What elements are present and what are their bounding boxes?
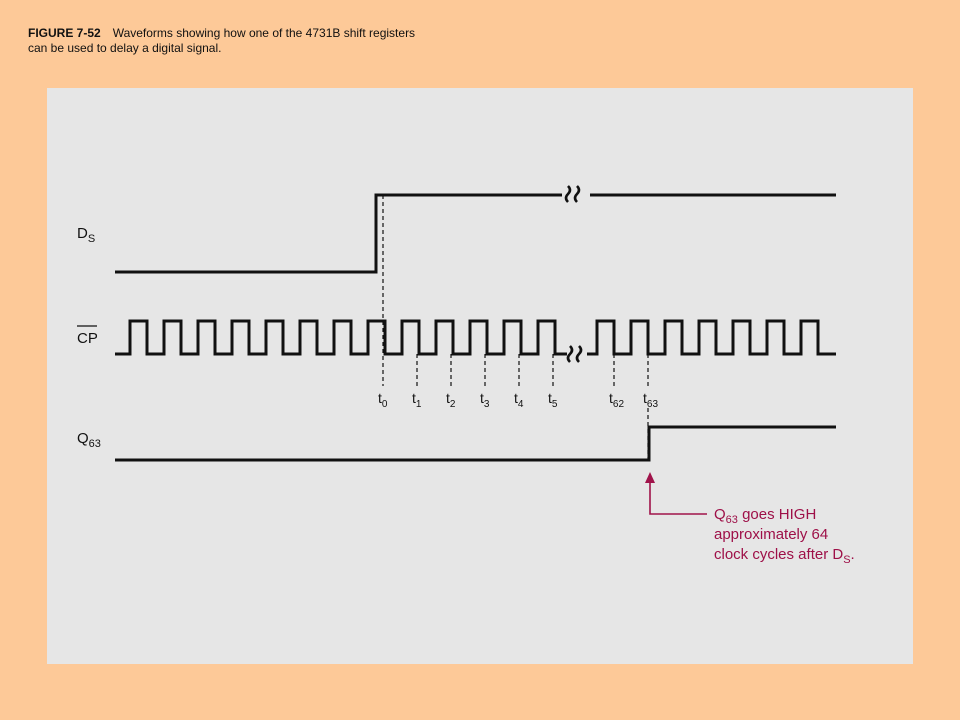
waveform-panel: DS CP Q63 t0 t1 t2 t3 t4 t5 t62 t63 Q63 …	[47, 88, 913, 664]
annotation-line-1: Q63 goes HIGH	[714, 506, 816, 526]
annotation-line-2: approximately 64	[714, 526, 828, 543]
annotation-arrowhead	[645, 472, 655, 483]
ds-break-mark	[564, 185, 581, 203]
time-label-t3: t3	[480, 390, 490, 410]
time-label-t63: t63	[643, 390, 658, 410]
cp-break-mark	[566, 345, 583, 363]
annotation-arrow	[649, 480, 707, 515]
time-label-t0: t0	[378, 390, 388, 410]
time-label-t2: t2	[446, 390, 456, 410]
q63-label: Q63	[77, 430, 101, 450]
ds-waveform	[115, 193, 836, 274]
figure-caption: FIGURE 7-52 Waveforms showing how one of …	[28, 26, 415, 56]
cp-label: CP	[77, 330, 98, 347]
figure-number: FIGURE 7-52	[28, 26, 101, 40]
ds-label: DS	[77, 225, 95, 245]
time-label-t62: t62	[609, 390, 624, 410]
time-label-t1: t1	[412, 390, 422, 410]
time-label-t5: t5	[548, 390, 558, 410]
caption-text-1: Waveforms showing how one of the 4731B s…	[112, 26, 416, 40]
caption-line-1: FIGURE 7-52 Waveforms showing how one of …	[28, 26, 415, 41]
caption-text-2: can be used to delay a digital signal.	[28, 41, 222, 55]
time-label-t4: t4	[514, 390, 524, 410]
annotation-line-3: clock cycles after DS.	[714, 546, 855, 566]
timing-diagram: DS CP Q63 t0 t1 t2 t3 t4 t5 t62 t63 Q63 …	[77, 185, 855, 566]
q63-waveform	[115, 425, 836, 462]
cp-waveform	[115, 319, 836, 356]
